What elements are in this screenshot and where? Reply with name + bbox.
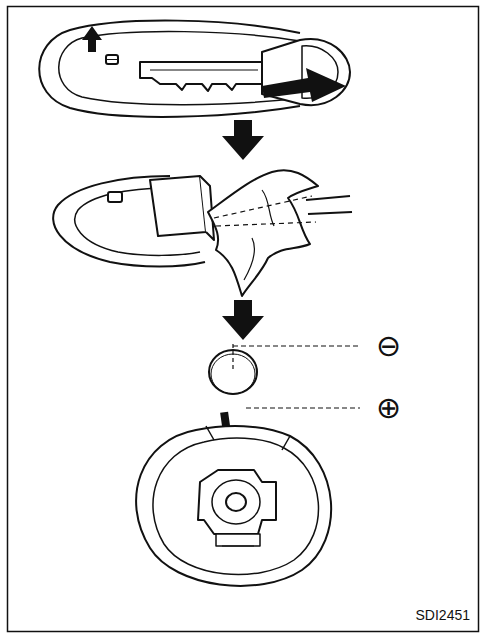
battery (209, 344, 360, 408)
polarity-symbol: ⊕ (376, 393, 401, 423)
battery-holder (136, 426, 331, 586)
step-arrow (222, 120, 264, 160)
key-fob-step2 (53, 170, 352, 296)
step-arrow (222, 300, 264, 340)
polarity-symbol: ⊖ (376, 331, 401, 361)
push-arrow (82, 26, 102, 52)
frame (8, 7, 479, 632)
key-fob-step1 (39, 21, 350, 117)
figure-code: SDI2451 (416, 608, 470, 622)
pull-arrow (262, 68, 346, 102)
